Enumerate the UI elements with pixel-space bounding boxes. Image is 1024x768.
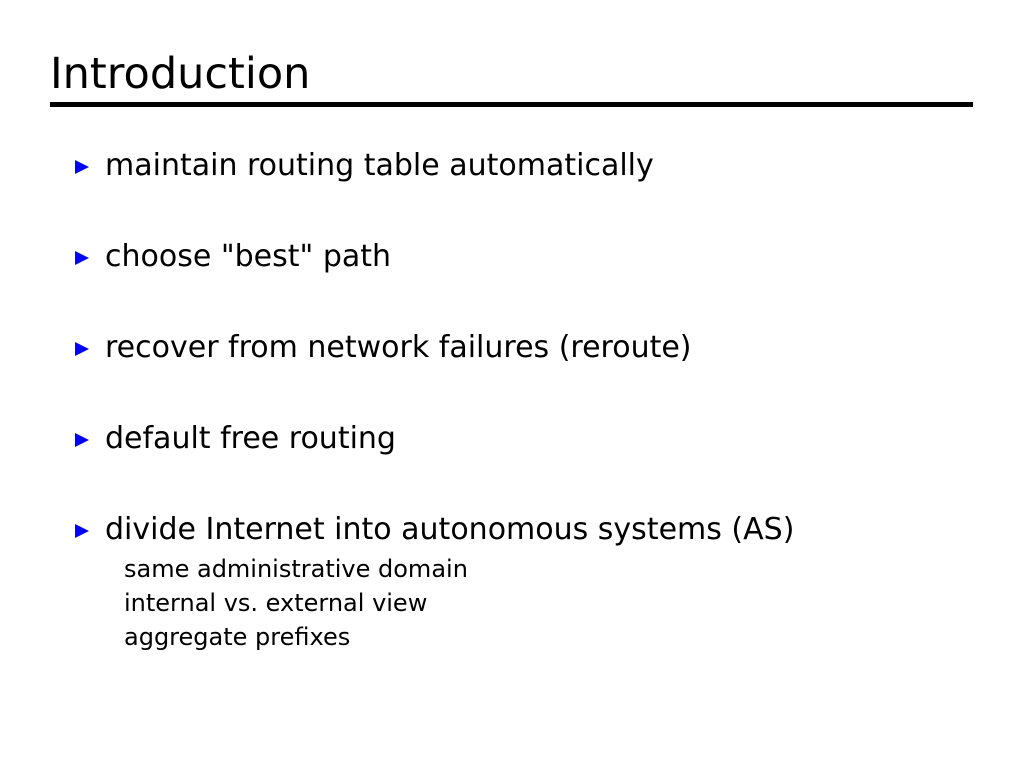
list-item-label: maintain routing table automatically (105, 148, 654, 183)
sub-list-item: same administrative domain (105, 552, 794, 586)
triangle-right-icon (74, 146, 105, 175)
sub-list-item: aggregate prefixes (105, 620, 794, 654)
triangle-right-icon (74, 237, 105, 266)
list-item: recover from network failures (reroute) (74, 328, 1004, 419)
sub-bullet-list: same administrative domain internal vs. … (105, 552, 794, 654)
list-item: default free routing (74, 419, 1004, 510)
sub-list-item-label: aggregate prefixes (124, 623, 351, 651)
title-block: Introduction (50, 48, 974, 100)
sub-list-item: internal vs. external view (105, 586, 794, 620)
list-item: divide Internet into autonomous systems … (74, 510, 1004, 654)
triangle-right-icon (74, 510, 105, 539)
list-item-label: recover from network failures (reroute) (105, 330, 692, 365)
bullet-list: maintain routing table automatically cho… (74, 146, 1004, 654)
list-item: choose "best" path (74, 237, 1004, 328)
triangle-right-icon (74, 419, 105, 448)
dot-icon (105, 586, 124, 600)
triangle-right-icon (74, 328, 105, 357)
page-title: Introduction (50, 49, 311, 99)
dot-icon (105, 620, 124, 634)
sub-list-item-label: internal vs. external view (124, 589, 428, 617)
list-item-label: choose "best" path (105, 239, 392, 274)
list-item-label: divide Internet into autonomous systems … (105, 512, 795, 547)
sub-list-item-label: same administrative domain (124, 555, 468, 583)
list-item: maintain routing table automatically (74, 146, 1004, 237)
dot-icon (105, 552, 124, 566)
list-item-label: default free routing (105, 421, 396, 456)
title-underline-rule (50, 102, 973, 107)
